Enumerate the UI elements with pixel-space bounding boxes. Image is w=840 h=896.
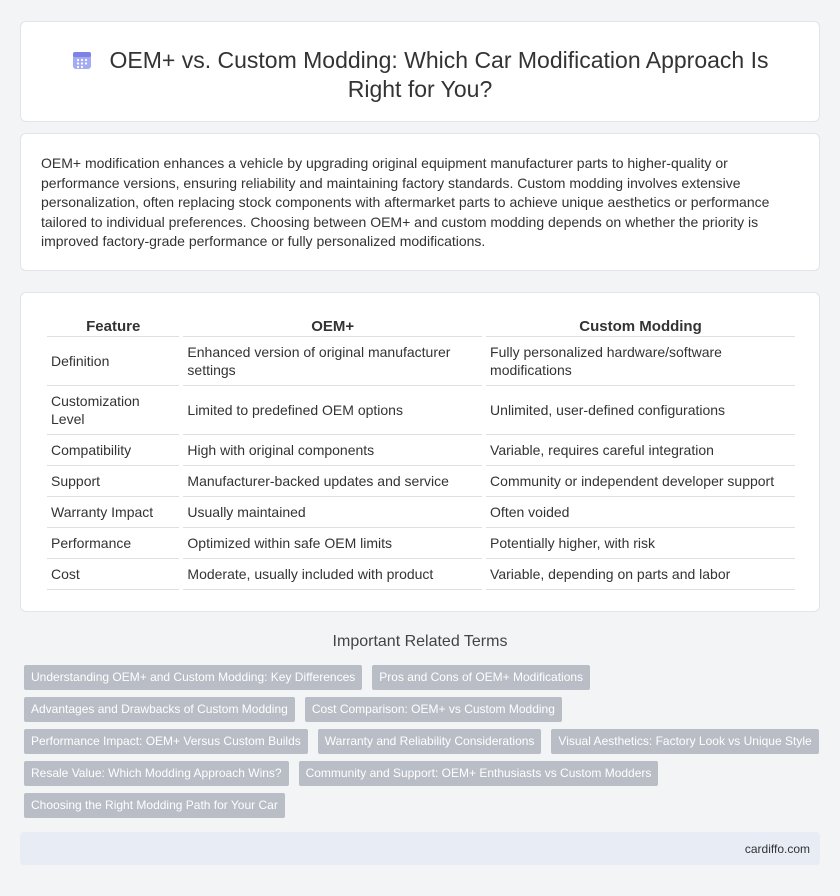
footer-site-link[interactable]: cardiffo.com (744, 842, 810, 856)
tag-row: Advantages and Drawbacks of Custom Moddi… (24, 697, 824, 729)
row-feature: Definition (47, 337, 180, 386)
row-feature: Performance (47, 528, 180, 559)
table-row: Support Manufacturer-backed updates and … (47, 466, 795, 497)
row-feature: Compatibility (47, 435, 180, 466)
table-row: Performance Optimized within safe OEM li… (47, 528, 795, 559)
related-term-tag[interactable]: Cost Comparison: OEM+ vs Custom Modding (304, 697, 562, 722)
table-row: Warranty Impact Usually maintained Often… (47, 497, 795, 528)
header-custom-modding: Custom Modding (486, 315, 795, 337)
title-card: OEM+ vs. Custom Modding: Which Car Modif… (20, 21, 820, 122)
related-terms-title: Important Related Terms (332, 633, 508, 650)
related-term-tag[interactable]: Community and Support: OEM+ Enthusiasts … (298, 761, 659, 786)
row-feature: Customization Level (47, 386, 180, 435)
row-custom-value: Potentially higher, with risk (486, 528, 795, 559)
related-term-tag[interactable]: Pros and Cons of OEM+ Modifications (372, 665, 591, 690)
related-term-tag[interactable]: Understanding OEM+ and Custom Modding: K… (24, 665, 363, 690)
calendar-icon (72, 52, 91, 69)
header-feature: Feature (47, 315, 180, 337)
header-oem-plus: OEM+ (183, 315, 483, 337)
row-feature: Support (47, 466, 180, 497)
row-oem-value: Optimized within safe OEM limits (183, 528, 483, 559)
tag-row: Choosing the Right Modding Path for Your… (24, 793, 824, 825)
table-row: Compatibility High with original compone… (47, 435, 795, 466)
comparison-card: Feature OEM+ Custom Modding Definition E… (20, 292, 820, 612)
row-oem-value: Limited to predefined OEM options (183, 386, 483, 435)
row-custom-value: Often voided (486, 497, 795, 528)
row-custom-value: Unlimited, user-defined configurations (486, 386, 795, 435)
row-custom-value: Fully personalized hardware/software mod… (486, 337, 795, 386)
related-term-tag[interactable]: Advantages and Drawbacks of Custom Moddi… (24, 697, 295, 722)
intro-paragraph: OEM+ modification enhances a vehicle by … (41, 155, 770, 250)
intro-card: OEM+ modification enhances a vehicle by … (20, 133, 820, 271)
row-custom-value: Variable, requires careful integration (486, 435, 795, 466)
row-oem-value: Moderate, usually included with product (183, 559, 483, 590)
tag-row: Understanding OEM+ and Custom Modding: K… (24, 665, 824, 697)
related-term-tag[interactable]: Performance Impact: OEM+ Versus Custom B… (24, 729, 308, 754)
row-custom-value: Variable, depending on parts and labor (486, 559, 795, 590)
row-oem-value: Usually maintained (183, 497, 483, 528)
table-row: Definition Enhanced version of original … (47, 337, 795, 386)
row-oem-value: Enhanced version of original manufacture… (183, 337, 483, 386)
tag-row: Performance Impact: OEM+ Versus Custom B… (24, 729, 824, 761)
table-row: Customization Level Limited to predefine… (47, 386, 795, 435)
related-term-tag[interactable]: Resale Value: Which Modding Approach Win… (24, 761, 289, 786)
tag-row: Resale Value: Which Modding Approach Win… (24, 761, 824, 793)
related-term-tag[interactable]: Visual Aesthetics: Factory Look vs Uniqu… (551, 729, 819, 754)
footer: cardiffo.com (20, 832, 820, 865)
row-oem-value: High with original components (183, 435, 483, 466)
row-feature: Warranty Impact (47, 497, 180, 528)
table-row: Cost Moderate, usually included with pro… (47, 559, 795, 590)
row-custom-value: Community or independent developer suppo… (486, 466, 795, 497)
table-header-row: Feature OEM+ Custom Modding (47, 315, 795, 337)
related-term-tag[interactable]: Choosing the Right Modding Path for Your… (24, 793, 285, 818)
page-title: OEM+ vs. Custom Modding: Which Car Modif… (109, 47, 769, 102)
page-title-wrap: OEM+ vs. Custom Modding: Which Car Modif… (21, 46, 819, 104)
row-feature: Cost (47, 559, 180, 590)
related-term-tag[interactable]: Warranty and Reliability Considerations (317, 729, 542, 754)
row-oem-value: Manufacturer-backed updates and service (183, 466, 483, 497)
related-terms-list: Understanding OEM+ and Custom Modding: K… (24, 665, 824, 825)
comparison-table: Feature OEM+ Custom Modding Definition E… (43, 315, 799, 590)
